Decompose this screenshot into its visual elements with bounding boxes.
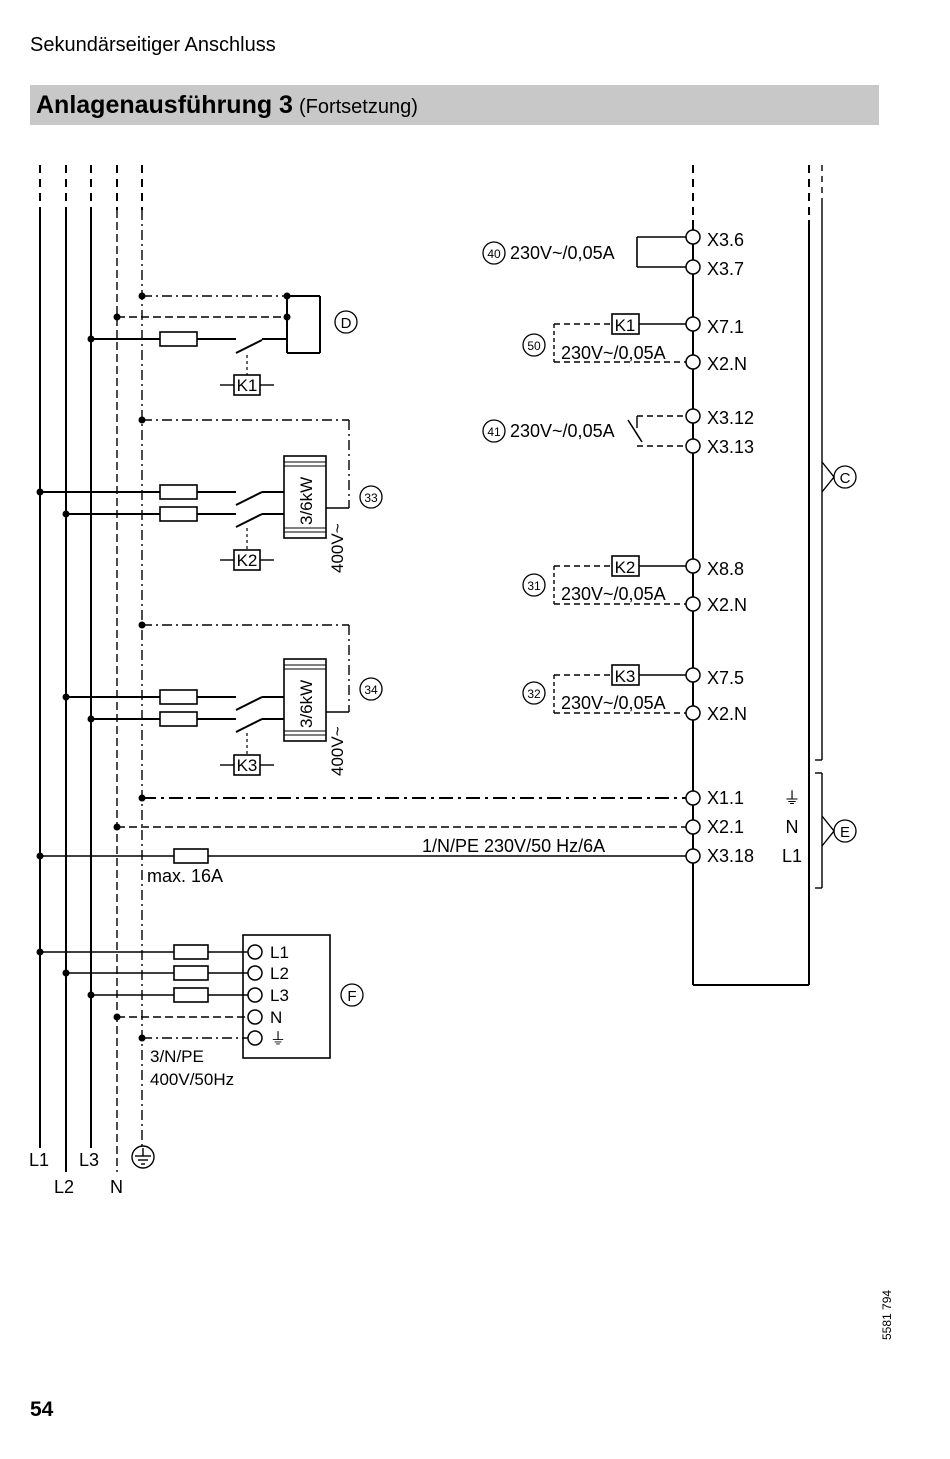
terminal-x2-n-1: X2.N [707, 354, 747, 374]
terminal-x2-n-3: X2.N [707, 704, 747, 724]
box-f-l1: L1 [270, 943, 289, 962]
marker-32: 32 [527, 687, 541, 701]
relay-k2-label: K2 [237, 551, 258, 570]
terminal-41-rating: 230V~/0,05A [510, 421, 615, 441]
marker-40: 40 [487, 247, 501, 261]
heater-34-voltage: 400V~ [328, 726, 347, 776]
terminal-32-relay: K3 [615, 667, 636, 686]
box-f-supply-line1: 3/N/PE [150, 1047, 204, 1066]
terminal-x3-7: X3.7 [707, 259, 744, 279]
terminal-x3-18: X3.18 [707, 846, 754, 866]
page-number: 54 [30, 1398, 54, 1421]
box-f-l2: L2 [270, 964, 289, 983]
supply-pe-icon: ⏚ [784, 789, 801, 808]
box-f-pe-icon: ⏚ [270, 1030, 286, 1048]
fuse-rating: max. 16A [147, 866, 223, 886]
marker-41: 41 [487, 425, 501, 439]
terminal-31-rating: 230V~/0,05A [561, 584, 666, 604]
terminal-x3-12: X3.12 [707, 408, 754, 428]
terminal-50-wiring [553, 313, 686, 363]
terminal-32-rating: 230V~/0,05A [561, 693, 666, 713]
junction-dots [36, 292, 291, 1042]
section-label: Sekundärseitiger Anschluss [30, 34, 276, 56]
component-e-label: E [840, 824, 850, 841]
terminal-x8-8: X8.8 [707, 559, 744, 579]
component-d-label: D [341, 315, 352, 332]
line-label-l2: L2 [54, 1177, 74, 1197]
terminal-31-wiring [553, 555, 686, 605]
heater-33-wiring [40, 419, 350, 571]
marker-31: 31 [527, 579, 541, 593]
heater-34-power: 3/6kW [297, 680, 316, 728]
terminal-x1-1: X1.1 [707, 788, 744, 808]
marker-50: 50 [527, 339, 541, 353]
terminal-x2-1: X2.1 [707, 817, 744, 837]
supply-rows [40, 797, 686, 864]
terminal-41-wiring [627, 415, 686, 447]
heater-33-power: 3/6kW [297, 477, 316, 525]
document-number: 5581 794 [880, 1289, 894, 1340]
box-f-n: N [270, 1008, 282, 1027]
terminal-x2-n-2: X2.N [707, 595, 747, 615]
terminal-x7-5: X7.5 [707, 668, 744, 688]
box-f-wiring [40, 934, 331, 1059]
heater-33-voltage: 400V~ [328, 523, 347, 573]
title-bar: Anlagenausführung 3(Fortsetzung) [30, 85, 879, 125]
line-label-l3: L3 [79, 1150, 99, 1170]
terminal-50-rating: 230V~/0,05A [561, 343, 666, 363]
terminal-50-relay: K1 [615, 316, 636, 335]
terminal-40-wiring [636, 236, 686, 268]
box-f-l3: L3 [270, 986, 289, 1005]
page-title-text: Anlagenausführung 3 [36, 91, 293, 119]
supply-n-label: N [786, 817, 799, 837]
component-f-label: F [347, 988, 356, 1005]
circled-markers [334, 241, 857, 1007]
supply-rating: 1/N/PE 230V/50 Hz/6A [422, 836, 605, 856]
line-label-n: N [110, 1177, 123, 1197]
controller-terminals [685, 229, 701, 864]
terminal-x7-1: X7.1 [707, 317, 744, 337]
terminal-32-wiring [553, 664, 686, 714]
heater-34-wiring [66, 624, 350, 776]
marker-34: 34 [364, 683, 378, 697]
relay-k1-label: K1 [237, 376, 258, 395]
terminal-x3-6: X3.6 [707, 230, 744, 250]
terminal-31-relay: K2 [615, 558, 636, 577]
component-d-wiring [91, 295, 321, 396]
supply-l1-label: L1 [782, 846, 802, 866]
page-title-suffix: (Fortsetzung) [298, 96, 418, 118]
supply-lines-top [39, 165, 143, 210]
marker-33: 33 [364, 491, 378, 505]
box-f-supply-line2: 400V/50Hz [150, 1070, 234, 1089]
component-c-label: C [840, 470, 851, 487]
terminal-x3-13: X3.13 [707, 437, 754, 457]
earth-symbol [131, 1145, 155, 1169]
phase-conductors [39, 210, 92, 1172]
relay-k3-label: K3 [237, 756, 258, 775]
page-title: Anlagenausführung 3(Fortsetzung) [36, 91, 418, 120]
line-label-l1: L1 [29, 1150, 49, 1170]
terminal-40-rating: 230V~/0,05A [510, 243, 615, 263]
